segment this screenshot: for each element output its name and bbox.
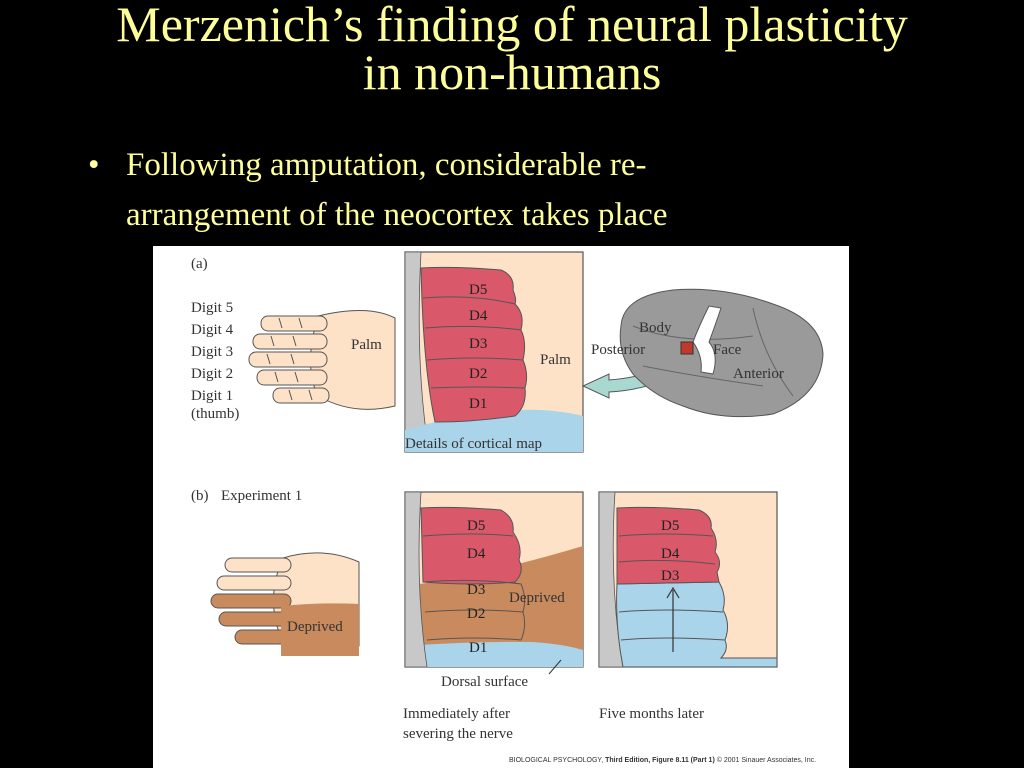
cortical-map-immediate: D5 D4 D3 D2 D1 [404,491,584,668]
caption-b1-line-2: severing the nerve [403,726,513,742]
panel-b-letter: (b) [191,488,209,504]
palm-map-label: Palm [540,352,571,368]
map-b1-d2: D2 [467,606,485,622]
digit-label-1: Digit 1 [191,388,233,404]
map-a-d5: D5 [469,282,487,298]
map-a-d4: D4 [469,308,488,324]
brain-illustration [619,288,824,418]
figure-credit: BIOLOGICAL PSYCHOLOGY, Third Edition, Fi… [509,756,816,764]
caption-b1-line-1: Immediately after [403,706,510,722]
panel-b-title: Experiment 1 [221,488,302,504]
title-line-1: Merzenich’s finding of neural plasticity [116,0,908,52]
map-b1-d5: D5 [467,518,485,534]
thumb-label: (thumb) [191,406,239,422]
bullet-dot: • [88,147,100,183]
brain-label-face: Face [713,342,742,358]
deprived-map-label: Deprived [509,590,565,606]
digit-label-5: Digit 5 [191,300,233,316]
map-b1-d3: D3 [467,582,485,598]
palm-hand-label: Palm [351,337,382,353]
dorsal-surface-pointer [548,659,562,675]
map-b1-d4: D4 [467,546,486,562]
digit-label-2: Digit 2 [191,366,233,382]
title-line-2: in non-humans [362,44,662,100]
cortical-map-detail: D5 D4 D3 D2 D1 [404,251,584,453]
digit-labels: Digit 5 Digit 4 Digit 3 Digit 2 Digit 1 … [191,300,239,422]
brain-label-body: Body [639,320,672,336]
caption-b2: Five months later [599,706,704,722]
bullet-line-2: arrangement of the neocortex takes place [126,197,668,233]
hand-illustration-deprived [210,552,360,656]
cortical-map-five-months: D5 D4 D3 [598,491,778,668]
digit-label-3: Digit 3 [191,344,233,360]
deprived-hand-label: Deprived [287,619,343,635]
map-b1-d1: D1 [469,640,487,656]
cortical-map-figure: (a) Digit 5 Digit 4 Digit 3 Digit 2 Digi… [153,246,849,768]
caption-a: Details of cortical map [405,436,542,452]
map-a-d3: D3 [469,336,487,352]
digit-label-4: Digit 4 [191,322,234,338]
map-b2-d3: D3 [661,568,679,584]
panel-a-letter: (a) [191,256,208,272]
map-a-d1: D1 [469,396,487,412]
map-b2-d5: D5 [661,518,679,534]
brain-label-anterior: Anterior [733,366,784,382]
map-a-d2: D2 [469,366,487,382]
slide-title: Merzenich’s finding of neural plasticity… [0,0,1024,100]
map-b2-d4: D4 [661,546,680,562]
dorsal-surface-label: Dorsal surface [441,674,528,690]
hand-illustration-normal [248,309,396,410]
bullet-line-1: Following amputation, considerable re- [126,147,647,183]
brain-label-posterior: Posterior [591,342,645,358]
